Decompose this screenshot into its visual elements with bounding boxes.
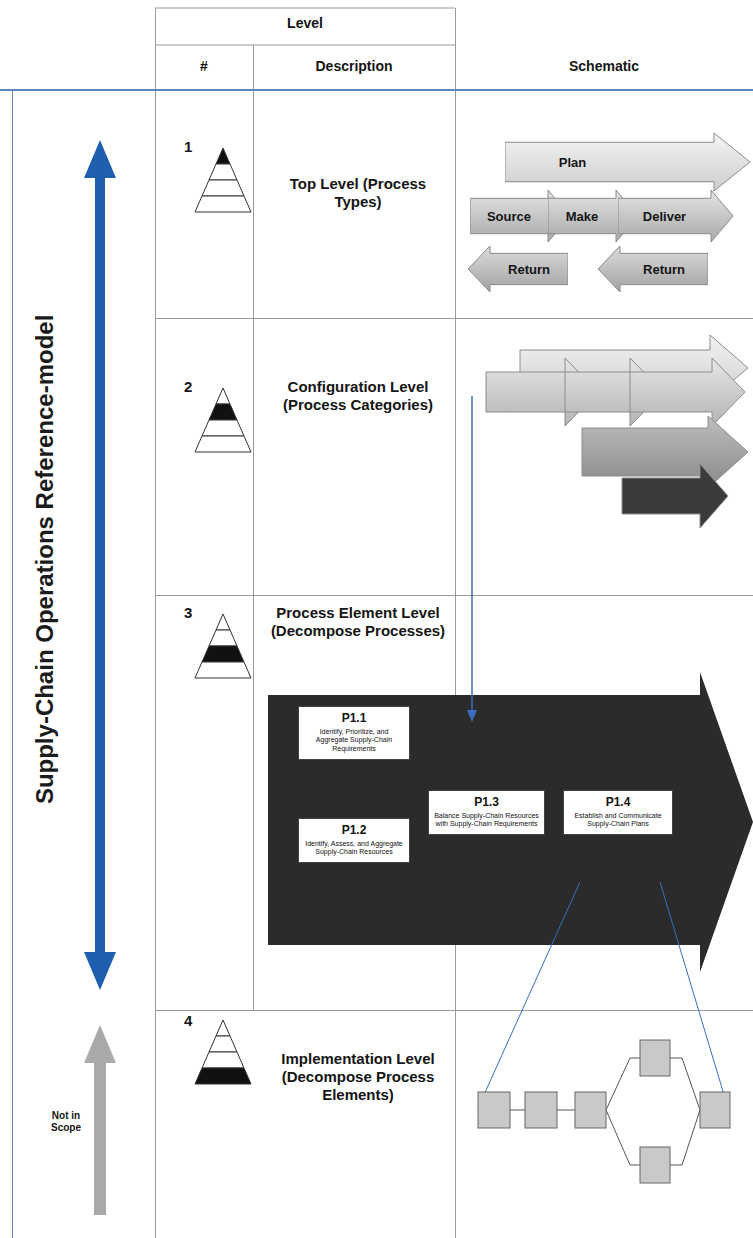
element-id: P1.3	[433, 795, 540, 809]
level-pyramid-band	[209, 1036, 237, 1052]
level-pyramid-band	[209, 404, 237, 420]
level-number: 3	[184, 604, 204, 622]
level-pyramid-band	[202, 420, 244, 436]
process-element-box: P1.2Identify, Assess, and Aggregate Supp…	[298, 818, 410, 863]
return-arrow: Return	[468, 246, 568, 292]
element-description: Balance Supply-Chain Resources with Supp…	[433, 812, 540, 829]
level-description: Configuration Level (Process Categories)	[268, 378, 448, 414]
process-element-box: P1.4Establish and Communicate Supply-Cha…	[563, 790, 673, 835]
arrow-outline	[505, 133, 750, 191]
element-description: Identify, Prioritize, and Aggregate Supp…	[303, 728, 405, 753]
process-name: Return	[643, 262, 685, 277]
level-number: 4	[184, 1012, 204, 1030]
level-pyramid-band	[195, 196, 251, 212]
level-pyramid-band	[202, 180, 244, 196]
level-pyramid-band	[195, 1068, 251, 1084]
level-pyramid-band	[209, 164, 237, 180]
level-description: Implementation Level (Decompose Process …	[268, 1050, 448, 1104]
element-description: Identify, Assess, and Aggregate Supply-C…	[303, 840, 405, 857]
process-arrow: Deliver	[618, 190, 733, 242]
arrow-outline	[618, 190, 733, 242]
element-id: P1.1	[303, 711, 405, 725]
arrow-outline	[598, 246, 708, 292]
level-pyramid-band	[202, 1052, 244, 1068]
process-name: Plan	[559, 155, 586, 170]
return-arrow: Return	[598, 246, 708, 292]
column-header: #	[155, 58, 253, 75]
process-name: Return	[508, 262, 550, 277]
arrow-shape	[505, 133, 750, 191]
element-id: P1.2	[303, 823, 405, 837]
process-name: Deliver	[643, 209, 686, 224]
level-pyramid-band	[216, 148, 230, 164]
column-header: Schematic	[455, 58, 753, 75]
level-pyramid-band	[195, 662, 251, 678]
level-pyramid-band	[216, 1020, 230, 1036]
level-pyramid-band	[195, 436, 251, 452]
level-pyramid-band	[216, 388, 230, 404]
vertical-title: Supply-Chain Operations Reference-model	[31, 209, 60, 909]
level-pyramid-band	[209, 630, 237, 646]
level-description: Top Level (Process Types)	[268, 175, 448, 211]
level-pyramid-band	[202, 646, 244, 662]
process-arrow: Plan	[505, 133, 750, 191]
process-name: Source	[487, 209, 531, 224]
level-number: 2	[184, 378, 204, 396]
element-id: P1.4	[568, 795, 668, 809]
column-header: Level	[155, 15, 455, 32]
arrow-outline	[468, 246, 568, 292]
level-description: Process Element Level (Decompose Process…	[268, 604, 448, 640]
level-pyramid-band	[216, 614, 230, 630]
process-element-box: P1.3Balance Supply-Chain Resources with …	[428, 790, 545, 835]
process-element-box: P1.1Identify, Prioritize, and Aggregate …	[298, 706, 410, 760]
level-number: 1	[184, 138, 204, 156]
column-header: Description	[253, 58, 455, 75]
process-name: Make	[566, 209, 599, 224]
element-description: Establish and Communicate Supply-Chain P…	[568, 812, 668, 829]
scope-note: Not in Scope	[44, 1110, 88, 1134]
